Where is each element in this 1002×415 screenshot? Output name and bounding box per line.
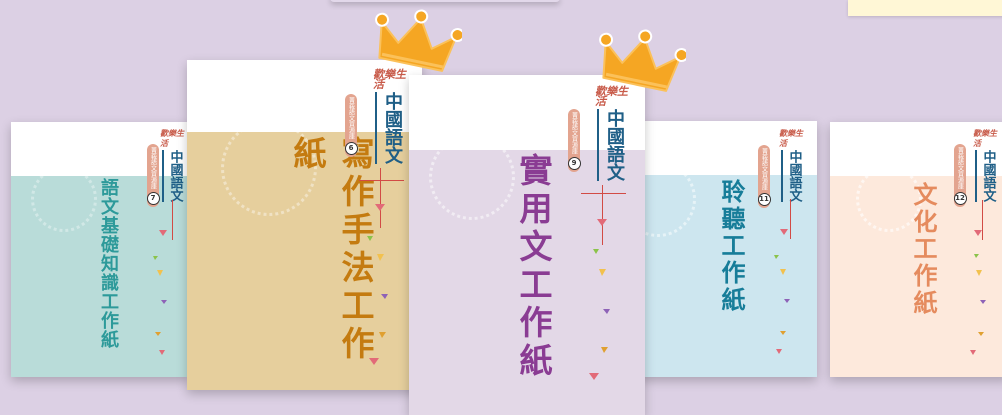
crown-icon — [375, 9, 462, 72]
series-label: 菁莪語文資源庫 9 — [567, 109, 581, 172]
book-title: 語文基礎知識工作紙 — [98, 178, 119, 349]
decorative-beads — [153, 230, 167, 355]
page-shadow-strip — [330, 0, 560, 2]
series-label: 菁莪語文資源庫 6 — [344, 94, 358, 157]
book-card-6[interactable]: 寫作手法工作紙 菁莪語文資源庫 6 歡樂生活 中國語文 — [187, 60, 422, 390]
book-title: 文化工作紙 — [909, 182, 937, 317]
decorative-beads — [589, 219, 610, 380]
book-card-12[interactable]: 文化工作紙 菁莪語文資源庫 12 歡樂生活 中國語文 — [830, 122, 1002, 377]
book-title: 寫作手法工作紙 — [288, 136, 375, 364]
decorative-beads — [774, 229, 790, 354]
brand-logo: 歡樂生活 中國語文 — [160, 128, 184, 202]
brand-logo: 歡樂生活 中國語文 — [779, 128, 803, 202]
book-card-7[interactable]: 語文基礎知識工作紙 菁莪語文資源庫 7 歡樂生活 中國語文 — [11, 122, 189, 377]
book-title: 聆聽工作紙 — [717, 179, 745, 314]
series-label: 菁莪語文資源庫 11 — [757, 145, 771, 208]
crown-icon — [599, 29, 686, 92]
decorative-beads — [367, 204, 388, 365]
brand-logo: 歡樂生活 中國語文 — [973, 128, 997, 202]
series-label: 菁莪語文資源庫 7 — [146, 144, 160, 207]
note-strip — [848, 0, 1002, 16]
book-card-9[interactable]: 實用文工作紙 菁莪語文資源庫 9 歡樂生活 中國語文 — [409, 75, 645, 415]
series-label: 菁莪語文資源庫 12 — [953, 144, 967, 207]
book-title: 實用文工作紙 — [514, 153, 553, 381]
brand-logo: 歡樂生活 中國語文 — [595, 85, 628, 181]
decorative-beads — [970, 230, 986, 355]
book-card-11[interactable]: 聆聽工作紙 菁莪語文資源庫 11 歡樂生活 中國語文 — [640, 121, 817, 377]
brand-logo: 歡樂生活 中國語文 — [373, 68, 406, 164]
